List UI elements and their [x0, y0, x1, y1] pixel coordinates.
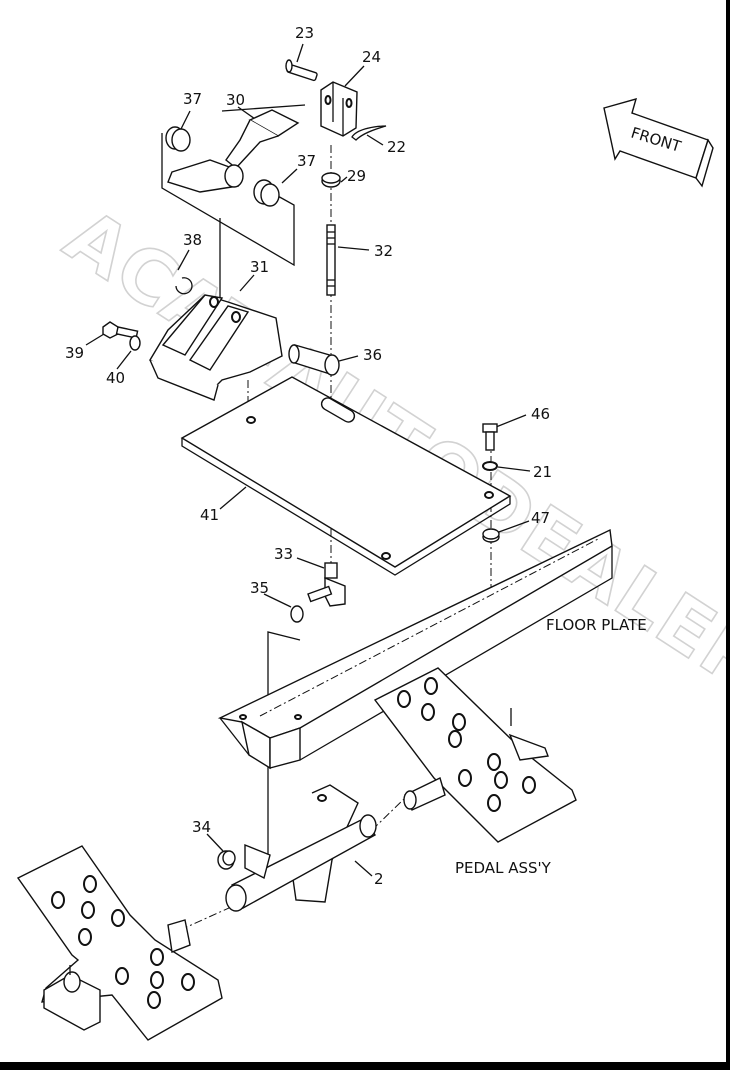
bolt-46 [482, 423, 498, 451]
bushing-37b [224, 164, 280, 207]
part-label-32: 32 [374, 242, 393, 260]
pedal-shaft-2 [225, 784, 377, 912]
right-border [726, 0, 730, 1070]
part-label-2: 2 [374, 870, 384, 888]
left-pedal [16, 845, 223, 1041]
sleeve-36 [288, 344, 340, 376]
part-label-29: 29 [347, 167, 366, 185]
part-label-39: 39 [65, 344, 84, 362]
part-label-23: 23 [295, 24, 314, 42]
part-label-47: 47 [531, 509, 550, 527]
part-label-41: 41 [200, 506, 219, 524]
part-label-46: 46 [531, 405, 550, 423]
washer-21 [482, 461, 498, 471]
part-label-31: 31 [250, 258, 269, 276]
floor-plate [217, 528, 613, 770]
pin-23 [285, 59, 318, 82]
part-label-21: 21 [533, 463, 552, 481]
bolt-39 [102, 321, 139, 339]
part-label-33: 33 [274, 545, 293, 563]
cotter-pin-22 [351, 125, 387, 141]
front-arrow-icon: FRONT [603, 97, 714, 188]
part-label-34: 34 [192, 818, 211, 836]
part-label-38: 38 [183, 231, 202, 249]
part-label-37b: 37 [297, 152, 316, 170]
part-label-35: 35 [250, 579, 269, 597]
right-pedal [373, 667, 577, 843]
snap-ring-38 [175, 277, 193, 295]
part-labels: 23 24 37 30 22 37 29 38 32 31 39 36 40 4… [65, 24, 552, 888]
nut-29 [321, 172, 341, 188]
washer-40 [129, 335, 141, 351]
nut-35 [290, 605, 304, 623]
leader-lines [85, 43, 531, 877]
clevis-24 [320, 81, 358, 137]
part-label-30: 30 [226, 91, 245, 109]
bottom-border [0, 1062, 730, 1070]
lever-30 [167, 109, 300, 193]
bracket-31 [149, 294, 283, 401]
bushing-37a [165, 126, 191, 152]
part-label-22: 22 [387, 138, 406, 156]
part-label-37a: 37 [183, 90, 202, 108]
grommet-47 [482, 528, 500, 543]
ball-joint-33 [307, 562, 346, 607]
floor-plate-caption: FLOOR PLATE [546, 616, 647, 634]
threaded-rod-32 [326, 224, 336, 296]
part-label-36: 36 [363, 346, 382, 364]
part-label-24: 24 [362, 48, 381, 66]
pedal-assy-caption: PEDAL ASS'Y [455, 859, 552, 877]
part-label-40: 40 [106, 369, 125, 387]
nut-34 [217, 850, 236, 870]
cover-plate-41 [180, 376, 512, 576]
